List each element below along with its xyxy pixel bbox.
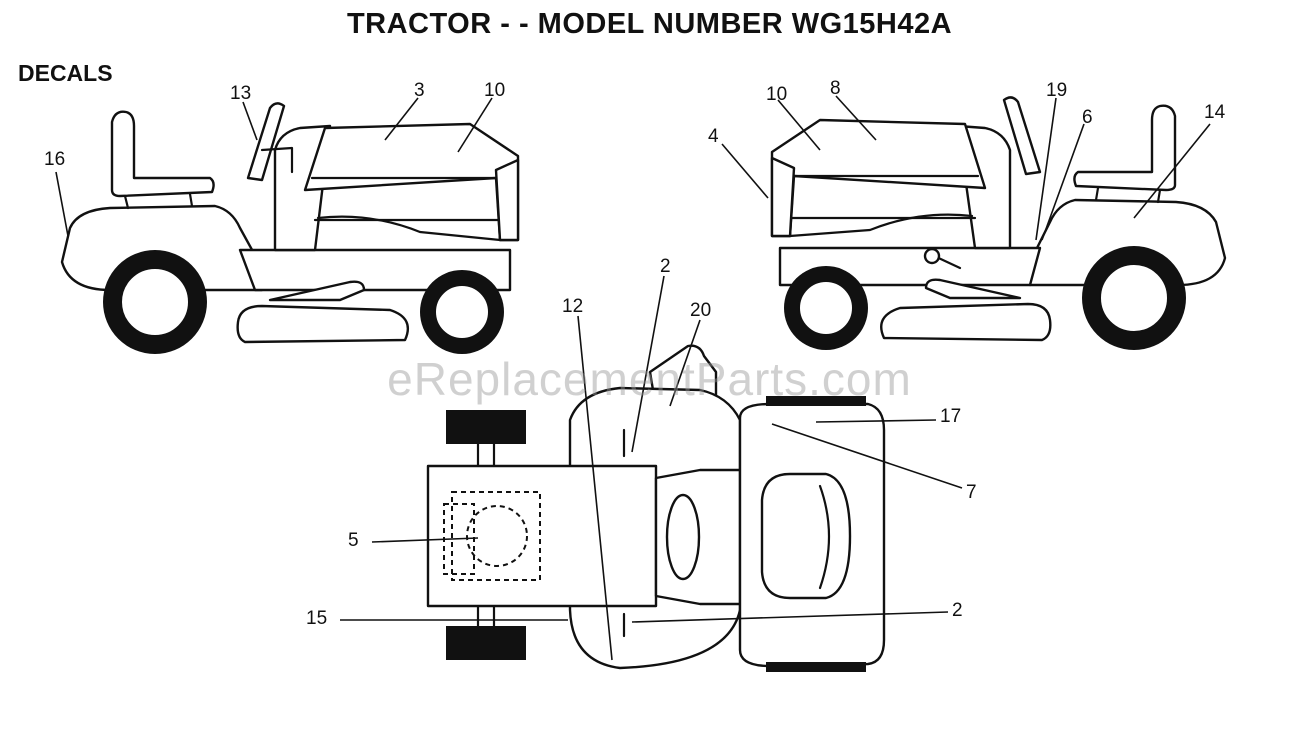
callout-14: 14 bbox=[1204, 102, 1226, 123]
page-title: TRACTOR - - MODEL NUMBER WG15H42A bbox=[346, 8, 953, 40]
callout-15: 15 bbox=[306, 608, 327, 629]
callout-16: 16 bbox=[44, 149, 65, 170]
callout-13: 13 bbox=[230, 83, 251, 104]
callout-10-left: 10 bbox=[484, 80, 505, 101]
callout-8: 8 bbox=[830, 78, 841, 99]
callout-19: 19 bbox=[1046, 80, 1067, 101]
tractor-left-side-view bbox=[60, 102, 520, 354]
callout-2-top: 2 bbox=[660, 256, 671, 277]
watermark: eReplacementParts.com bbox=[387, 353, 912, 405]
callout-numbers: 13 3 10 16 10 8 19 6 14 4 2 12 20 17 7 5… bbox=[44, 78, 1226, 629]
callout-2-bottom: 2 bbox=[952, 600, 963, 621]
callout-10-right: 10 bbox=[766, 84, 787, 105]
callout-leaders bbox=[55, 95, 1211, 661]
tractor-top-view bbox=[426, 344, 886, 672]
callout-3: 3 bbox=[414, 80, 425, 101]
callout-4: 4 bbox=[708, 126, 719, 147]
callout-6: 6 bbox=[1082, 107, 1093, 128]
callout-5: 5 bbox=[348, 530, 359, 551]
callout-17: 17 bbox=[940, 406, 961, 427]
tractor-right-side-view bbox=[770, 96, 1227, 350]
callout-7: 7 bbox=[966, 482, 977, 503]
section-label: DECALS bbox=[18, 60, 113, 86]
callout-20: 20 bbox=[690, 300, 711, 321]
callout-12: 12 bbox=[562, 296, 583, 317]
